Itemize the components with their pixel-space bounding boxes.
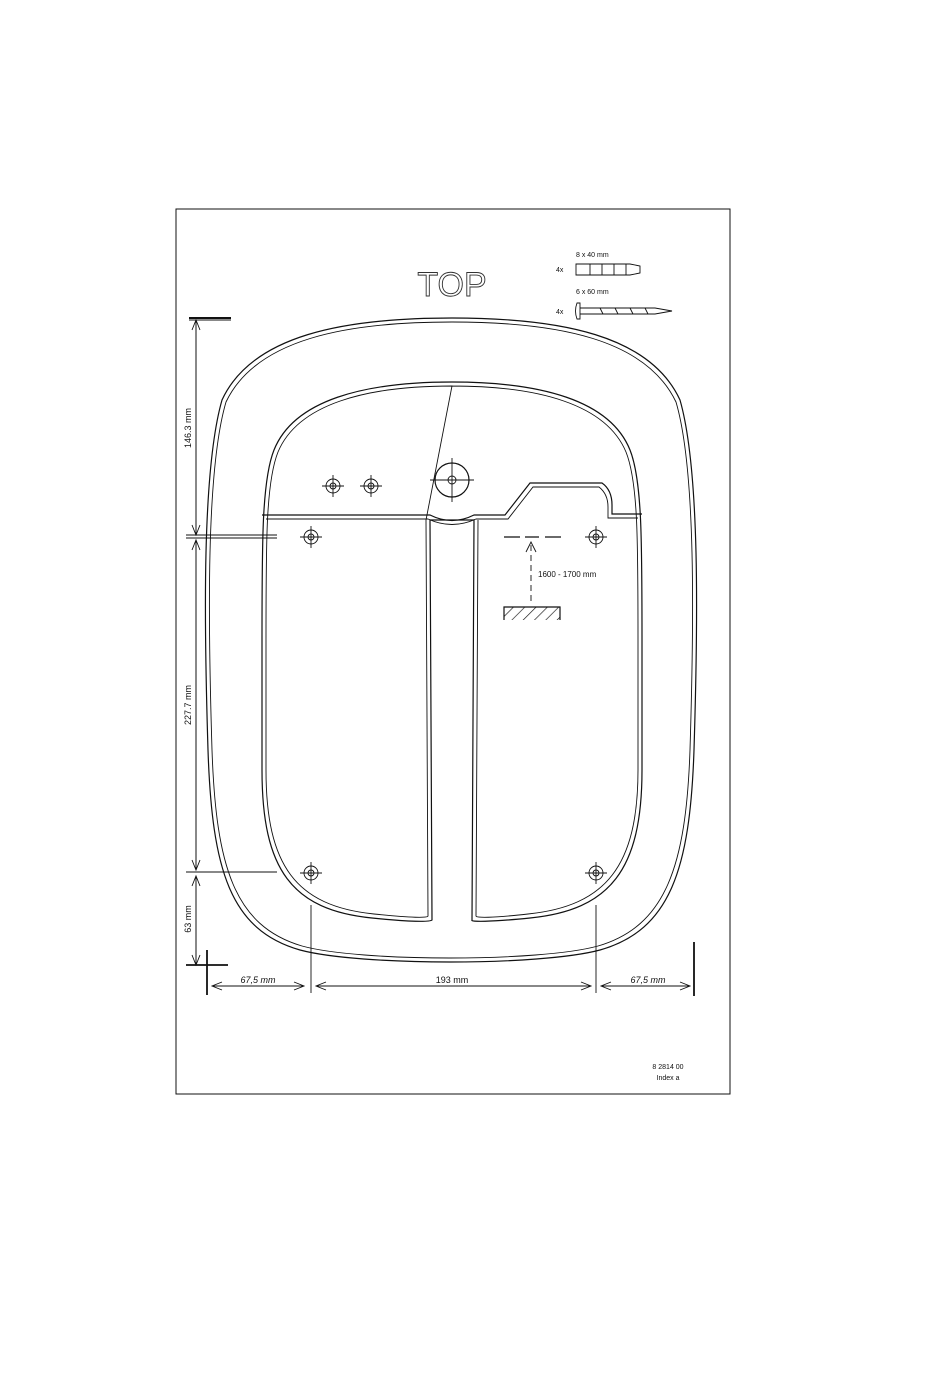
dim-bottom-offset-label: 63 mm <box>183 905 193 933</box>
dowel-qty: 4x <box>556 267 564 274</box>
drill-hole-top-right <box>585 526 607 548</box>
title-top: TOP <box>417 266 486 304</box>
dim-hole-vertical: 227.7 mm <box>183 535 277 870</box>
screw-qty: 4x <box>556 309 564 316</box>
dim-hole-horizontal-label: 193 mm <box>436 975 469 985</box>
dim-horizontal: 67,5 mm 193 mm 67,5 mm <box>212 905 694 996</box>
dim-hole-vertical-label: 227.7 mm <box>183 685 193 725</box>
doc-number: 8 2814 00 <box>652 1064 683 1071</box>
dowel-size: 8 x 40 mm <box>576 252 609 259</box>
drill-hole-bottom-left <box>300 862 322 884</box>
bracket-hole-right <box>360 475 382 497</box>
screw-icon <box>576 303 673 319</box>
sheet-border <box>176 209 730 1094</box>
mount-height-label: 1600 - 1700 mm <box>538 570 597 579</box>
dowel-hardware: 4x 8 x 40 mm <box>556 252 640 275</box>
floor-hatch <box>504 607 560 620</box>
screw-size: 6 x 60 mm <box>576 289 609 296</box>
drill-hole-bottom-right <box>585 862 607 884</box>
doc-index: Index a <box>657 1075 680 1082</box>
bracket-hole-left <box>322 475 344 497</box>
drill-hole-top-left <box>300 526 322 548</box>
screw-hardware: 4x 6 x 60 mm <box>556 289 672 319</box>
dowel-icon <box>576 264 640 275</box>
dim-top-offset-label: 146.3 mm <box>183 408 193 448</box>
dim-top-offset: 146.3 mm <box>183 318 231 535</box>
mount-height-indicator: 1600 - 1700 mm <box>504 537 597 620</box>
dim-left-margin-label: 67,5 mm <box>240 975 276 985</box>
dim-right-margin-label: 67,5 mm <box>630 975 666 985</box>
